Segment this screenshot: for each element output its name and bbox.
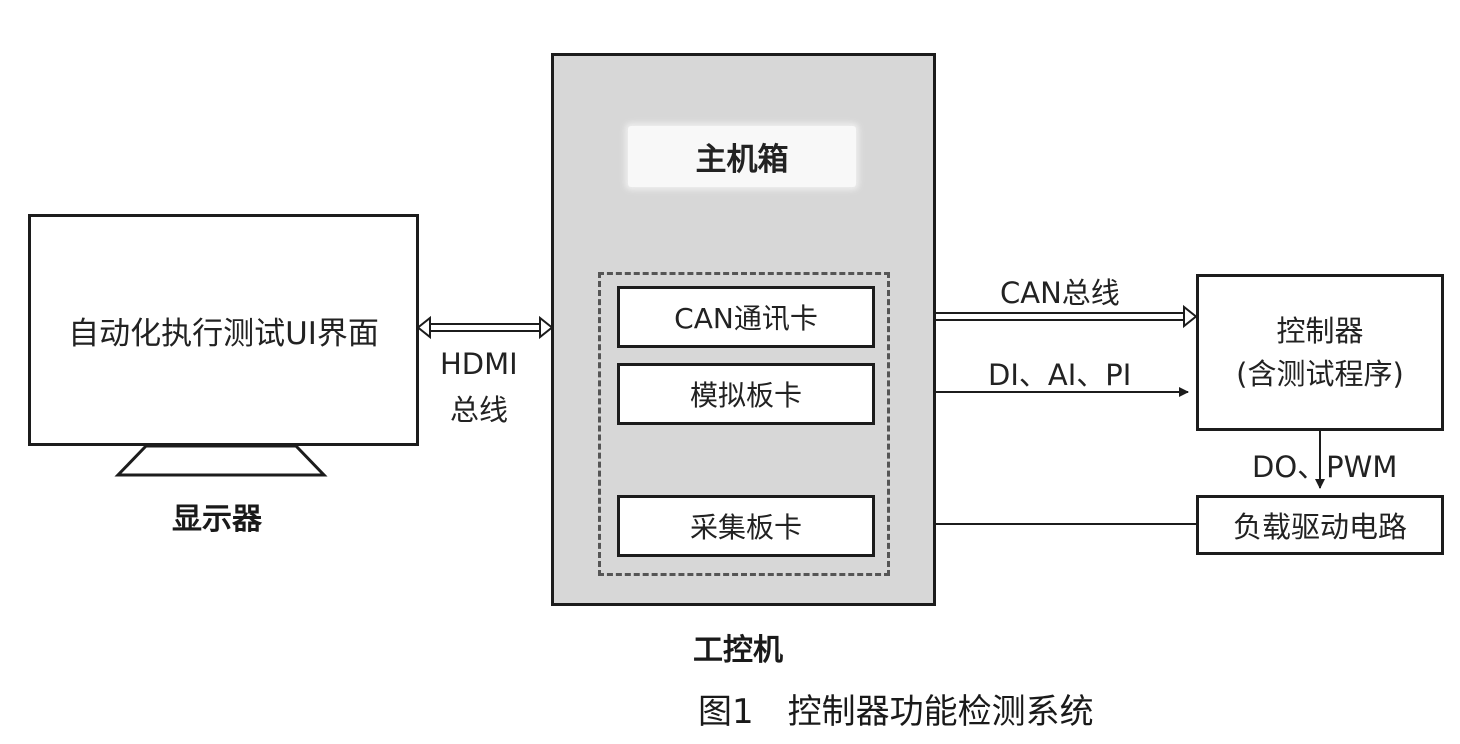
load-driver-label: 负载驱动电路 [1232,510,1407,544]
can-card: CAN通讯卡 [617,286,875,348]
load-driver-box: 负载驱动电路 [1196,495,1444,555]
ipc-header-panel: 主机箱 [628,126,856,187]
di-ai-pi-label: DI、AI、PI [988,358,1132,392]
hdmi-label-line1: HDMI [440,347,518,381]
can-bus-label: CAN总线 [1000,276,1120,310]
controller-box: 控制器 (含测试程序) [1196,274,1444,431]
monitor-caption: 显示器 [172,502,262,537]
acquisition-card-label: 采集板卡 [689,511,802,544]
card-group-dashed-border [598,272,890,576]
controller-label-line2: (含测试程序) [1236,356,1404,391]
hdmi-bus-arrow [416,315,554,340]
analog-card-label: 模拟板卡 [689,379,802,412]
monitor-screen: 自动化执行测试UI界面 [28,214,419,446]
ipc-header-label: 主机箱 [695,142,789,178]
acquisition-card: 采集板卡 [617,495,875,557]
ipc-caption: 工控机 [693,633,783,668]
controller-label-line1: 控制器 [1276,314,1364,349]
do-pwm-label: DO、PWM [1252,450,1398,484]
monitor-stand [114,444,328,477]
analog-card: 模拟板卡 [617,363,875,425]
monitor-screen-text: 自动化执行测试UI界面 [68,315,379,352]
hdmi-label-line2: 总线 [450,393,509,427]
figure-caption: 图1 控制器功能检测系统 [698,692,1094,732]
can-card-label: CAN通讯卡 [674,302,818,335]
